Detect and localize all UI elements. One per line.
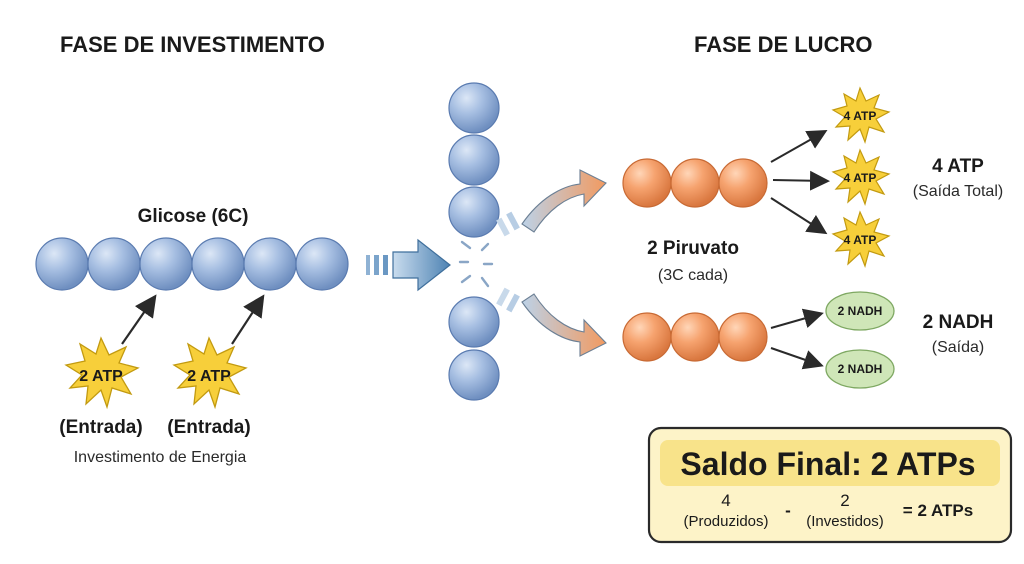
nadh-output-pill: 2 NADH <box>825 349 895 389</box>
pyruvate-sublabel: (3C cada) <box>658 267 728 284</box>
atp-output-star: 4 ATP <box>831 210 891 268</box>
atp-output-arrow <box>772 170 830 191</box>
summary-invested-value: 2 <box>840 491 849 510</box>
nadh-output-label: 2 NADH <box>838 304 883 318</box>
pyruvate-carbon <box>622 158 672 208</box>
glucose-carbon <box>35 237 89 291</box>
curved-arrow-lower <box>496 287 607 357</box>
nadh-total-label: 2 NADH <box>923 312 994 333</box>
pyruvate-carbon <box>670 158 720 208</box>
nadh-output-pill: 2 NADH <box>825 291 895 331</box>
atp-input-star: 2 ATP <box>64 336 140 410</box>
atp-input-arrow <box>231 294 265 345</box>
pyruvate-lower <box>622 312 768 362</box>
atp-output-star: 4 ATP <box>831 148 891 206</box>
atp-output-star: 4 ATP <box>831 86 891 144</box>
summary-produced-label: (Produzidos) <box>683 513 768 530</box>
atp-output-label: 4 ATP <box>844 109 877 123</box>
atp-output-arrow <box>770 130 828 163</box>
split-carbon <box>448 134 500 186</box>
glucose-carbon <box>191 237 245 291</box>
split-molecule <box>448 82 500 401</box>
atp-output-label: 4 ATP <box>844 233 877 247</box>
atp-input-caption: (Entrada) <box>167 417 250 438</box>
summary-result: = 2 ATPs <box>903 501 973 520</box>
curved-arrow-upper <box>496 169 607 237</box>
nadh-output-arrow <box>770 347 824 370</box>
summary-title: Saldo Final: 2 ATPs <box>680 446 975 482</box>
summary-invested-label: (Investidos) <box>806 513 884 530</box>
summary-minus: - <box>785 501 791 520</box>
atp-total-label: 4 ATP <box>932 156 984 177</box>
atp-input-label: 2 ATP <box>79 368 123 385</box>
split-arrow <box>366 238 451 292</box>
glucose-label: Glicose (6C) <box>138 206 249 227</box>
glucose-carbon <box>139 237 193 291</box>
atp-output-arrow <box>770 197 828 235</box>
split-carbon <box>448 186 500 238</box>
atp-input-arrow <box>121 294 157 345</box>
pyruvate-upper <box>622 158 768 208</box>
split-carbon <box>448 82 500 134</box>
split-carbon <box>448 349 500 401</box>
glucose-chain <box>35 237 349 291</box>
summary-box: Saldo Final: 2 ATPs 4 (Produzidos) - 2 (… <box>647 426 1013 544</box>
pyruvate-label: 2 Piruvato <box>647 238 739 259</box>
atp-output-label: 4 ATP <box>844 171 877 185</box>
atp-input-caption: (Entrada) <box>59 417 142 438</box>
glucose-carbon <box>87 237 141 291</box>
pyruvate-carbon <box>622 312 672 362</box>
investment-caption: Investimento de Energia <box>74 449 247 466</box>
atp-total-sublabel: (Saída Total) <box>913 183 1003 200</box>
pyruvate-carbon <box>718 158 768 208</box>
nadh-output-arrow <box>770 308 824 329</box>
split-carbon <box>448 296 500 348</box>
payoff-phase-heading: FASE DE LUCRO <box>694 32 872 57</box>
glucose-carbon <box>295 237 349 291</box>
atp-input-label: 2 ATP <box>187 368 231 385</box>
pyruvate-carbon <box>670 312 720 362</box>
nadh-total-sublabel: (Saída) <box>932 339 984 356</box>
nadh-output-label: 2 NADH <box>838 362 883 376</box>
investment-phase-heading: FASE DE INVESTIMENTO <box>60 32 325 57</box>
pyruvate-carbon <box>718 312 768 362</box>
glucose-carbon <box>243 237 297 291</box>
summary-produced-value: 4 <box>721 491 730 510</box>
atp-input-star: 2 ATP <box>172 336 248 410</box>
